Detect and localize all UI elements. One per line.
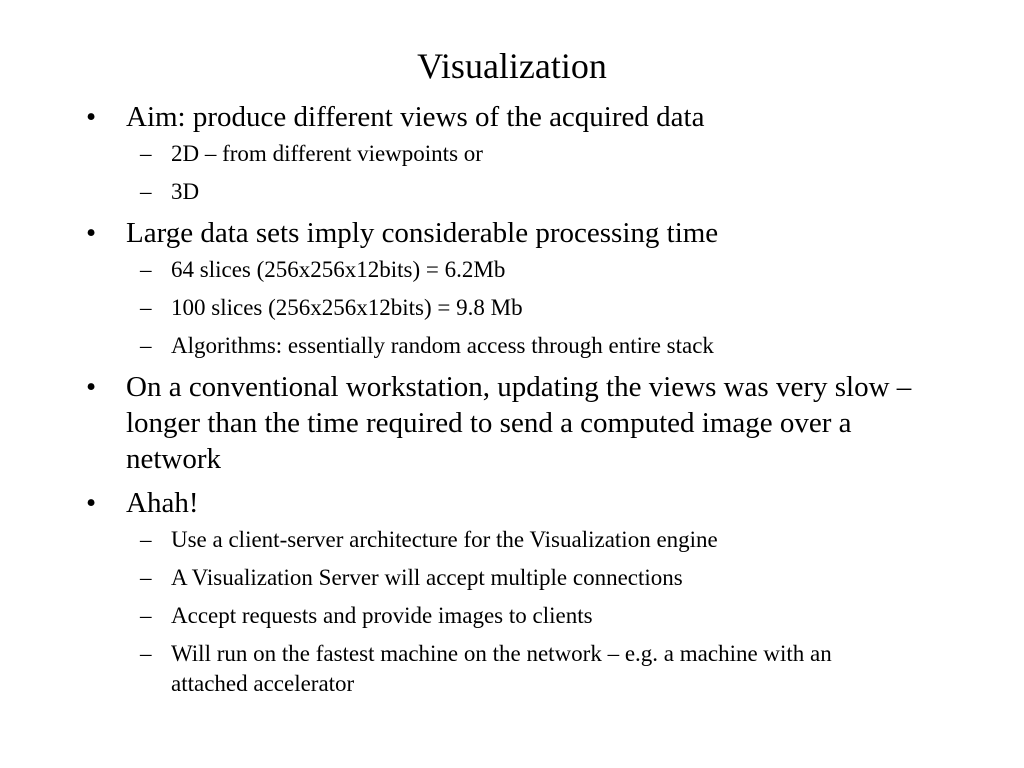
sub-bullet-text: 64 slices (256x256x12bits) = 6.2Mb (171, 257, 506, 282)
bullet-marker: • (86, 217, 97, 249)
sub-bullet-text: A Visualization Server will accept multi… (171, 565, 683, 590)
sub-bullet-text: Will run on the fastest machine on the n… (171, 641, 832, 696)
sub-bullet-text: Algorithms: essentially random access th… (171, 333, 714, 358)
bullet-marker: • (86, 101, 97, 133)
dash-marker: – (140, 641, 152, 666)
bullet-marker: • (86, 487, 97, 519)
bullet-item: • Ahah! (0, 485, 1024, 521)
bullet-item: • Aim: produce different views of the ac… (0, 99, 1024, 135)
sub-bullet-item: – 3D (0, 177, 1024, 207)
sub-bullet-item: – Accept requests and provide images to … (0, 601, 1024, 631)
dash-marker: – (140, 527, 152, 552)
sub-bullet-list: – Use a client-server architecture for t… (0, 525, 1024, 699)
sub-bullet-text: Accept requests and provide images to cl… (171, 603, 593, 628)
bullet-text: Aim: produce different views of the acqu… (126, 101, 705, 133)
bullet-item: • Large data sets imply considerable pro… (0, 215, 1024, 251)
dash-marker: – (140, 603, 152, 628)
dash-marker: – (140, 333, 152, 358)
sub-bullet-text: Use a client-server architecture for the… (171, 527, 718, 552)
bullet-text: On a conventional workstation, updating … (126, 371, 912, 475)
sub-bullet-text: 2D – from different viewpoints or (171, 141, 483, 166)
sub-bullet-item: – Use a client-server architecture for t… (0, 525, 1024, 555)
sub-bullet-item: – Algorithms: essentially random access … (0, 331, 1024, 361)
sub-bullet-text: 100 slices (256x256x12bits) = 9.8 Mb (171, 295, 523, 320)
bullet-marker: • (86, 371, 97, 403)
dash-marker: – (140, 179, 152, 204)
sub-bullet-list: – 64 slices (256x256x12bits) = 6.2Mb – 1… (0, 255, 1024, 361)
sub-bullet-item: – A Visualization Server will accept mul… (0, 563, 1024, 593)
slide-body: • Aim: produce different views of the ac… (0, 99, 1024, 699)
bullet-item: • On a conventional workstation, updatin… (0, 369, 1024, 477)
bullet-text: Large data sets imply considerable proce… (126, 217, 719, 249)
sub-bullet-item: – 100 slices (256x256x12bits) = 9.8 Mb (0, 293, 1024, 323)
bullet-text: Ahah! (126, 487, 199, 519)
sub-bullet-item: – Will run on the fastest machine on the… (0, 639, 1024, 699)
dash-marker: – (140, 565, 152, 590)
sub-bullet-item: – 64 slices (256x256x12bits) = 6.2Mb (0, 255, 1024, 285)
dash-marker: – (140, 257, 152, 282)
sub-bullet-text: 3D (171, 179, 200, 204)
dash-marker: – (140, 295, 152, 320)
dash-marker: – (140, 141, 152, 166)
sub-bullet-list: – 2D – from different viewpoints or – 3D (0, 139, 1024, 207)
sub-bullet-item: – 2D – from different viewpoints or (0, 139, 1024, 169)
slide-title: Visualization (417, 46, 607, 86)
